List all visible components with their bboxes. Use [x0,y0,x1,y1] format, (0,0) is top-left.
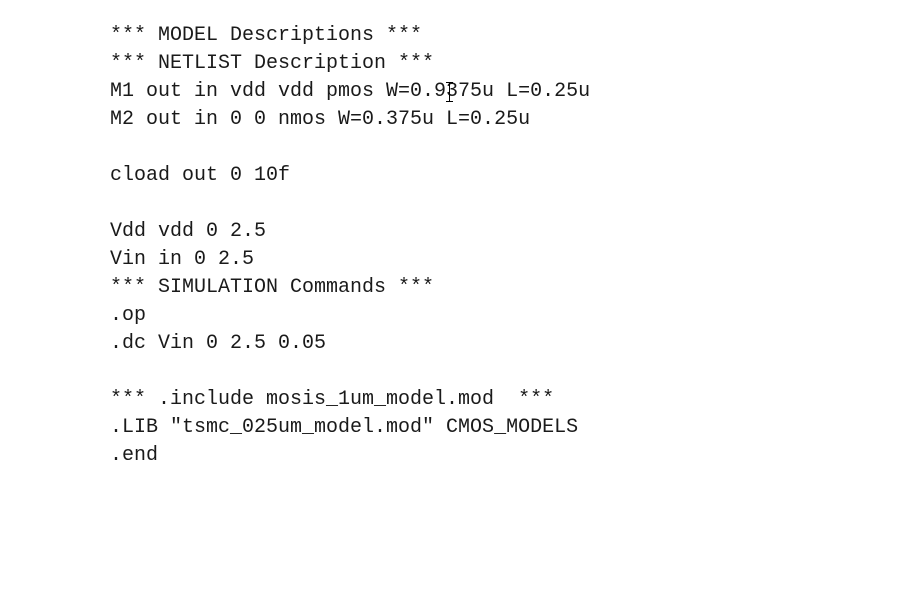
line-end: .end [110,444,159,467]
line-m2-nmos: M2 out in 0 0 nmos W=0.375u L=0.25u [110,108,531,131]
line-op: .op [110,304,147,327]
line-simulation-commands: *** SIMULATION Commands *** [110,276,435,299]
line-vdd-source: Vdd vdd 0 2.5 [110,220,267,243]
line-model-descriptions: *** MODEL Descriptions *** [110,24,423,47]
line-dc-sweep: .dc Vin 0 2.5 0.05 [110,332,327,355]
line-blank [110,134,590,162]
text-ibeam-cursor-icon [445,81,455,103]
line-m1-pmos: M1 out in vdd vdd pmos W=0.9375u L=0.25u [110,80,591,103]
line-blank [110,190,590,218]
line-lib: .LIB "tsmc_025um_model.mod" CMOS_MODELS [110,416,579,439]
line-include-comment: *** .include mosis_1um_model.mod *** [110,388,555,411]
line-vin-source: Vin in 0 2.5 [110,248,255,271]
netlist-text[interactable]: *** MODEL Descriptions *** *** NETLIST D… [110,22,590,470]
line-blank [110,358,590,386]
line-cload: cload out 0 10f [110,164,291,187]
line-netlist-description: *** NETLIST Description *** [110,52,435,75]
